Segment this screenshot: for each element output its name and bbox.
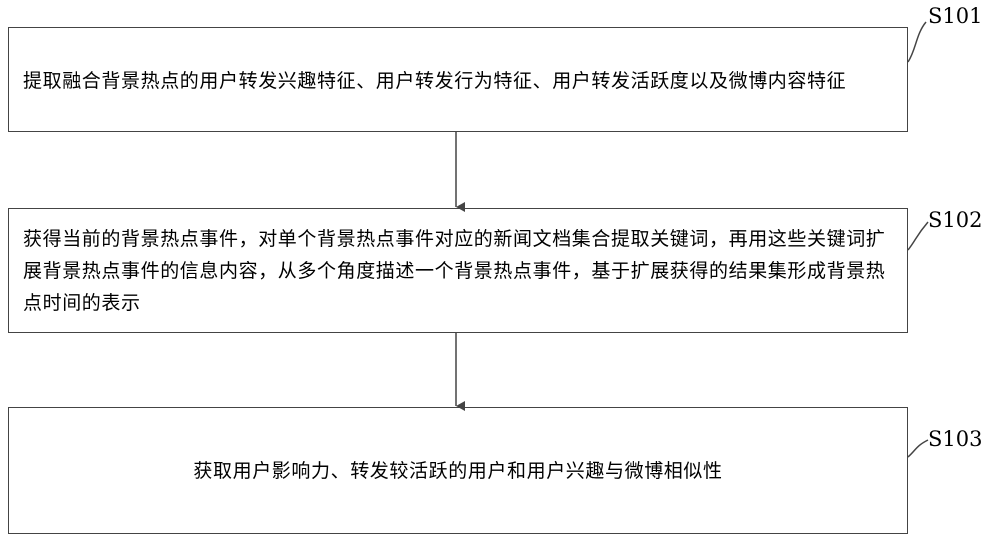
leader-line-s101: [907, 21, 927, 63]
step-box-s101: 提取融合背景热点的用户转发兴趣特征、用户转发行为特征、用户转发活跃度以及微博内容…: [8, 27, 908, 132]
step-text-s103: 获取用户影响力、转发较活跃的用户和用户兴趣与微博相似性: [193, 459, 723, 482]
step-box-s102: 获得当前的背景热点事件，对单个背景热点事件对应的新闻文档集合提取关键词，再用这些…: [8, 208, 908, 333]
leader-line-s102: [907, 221, 929, 251]
leader-line-s103: [907, 439, 929, 458]
step-id-s102: S102: [928, 208, 983, 232]
step-text-s101: 提取融合背景热点的用户转发兴趣特征、用户转发行为特征、用户转发活跃度以及微博内容…: [23, 69, 847, 92]
step-id-s103: S103: [928, 427, 983, 451]
step-box-s103: 获取用户影响力、转发较活跃的用户和用户兴趣与微博相似性: [8, 407, 908, 534]
step-text-s102: 获得当前的背景热点事件，对单个背景热点事件对应的新闻文档集合提取关键词，再用这些…: [23, 227, 886, 314]
step-id-s101: S101: [928, 4, 983, 28]
